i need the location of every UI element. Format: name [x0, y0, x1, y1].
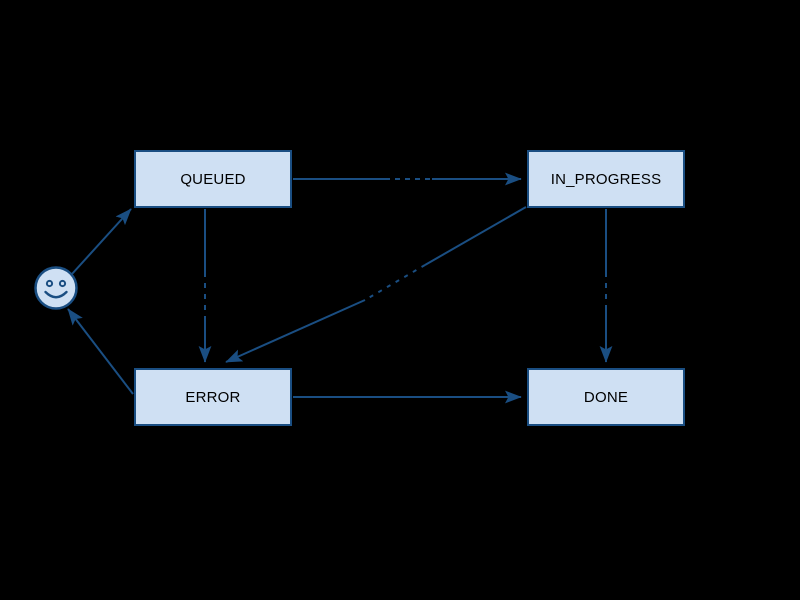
state-node-label: ERROR: [185, 388, 241, 406]
smiley-right-eye: [58, 279, 67, 288]
smiley-mouth: [44, 290, 68, 299]
smiley-face-outline: [34, 266, 78, 310]
smiley-left-eye: [45, 279, 54, 288]
state-node-in-progress[interactable]: IN_PROGRESS: [527, 150, 685, 208]
edge-in-progress-to-error: [225, 206, 527, 363]
edge-error-to-start: [67, 308, 134, 395]
state-node-label: DONE: [583, 388, 629, 406]
start-node-smiley-icon[interactable]: [33, 265, 79, 311]
state-node-done[interactable]: DONE: [527, 368, 685, 426]
state-node-queued[interactable]: QUEUED: [134, 150, 292, 208]
state-node-error[interactable]: ERROR: [134, 368, 292, 426]
state-node-label: QUEUED: [180, 170, 246, 188]
edge-start-to-queued: [71, 208, 132, 275]
state-node-label: IN_PROGRESS: [550, 170, 662, 188]
